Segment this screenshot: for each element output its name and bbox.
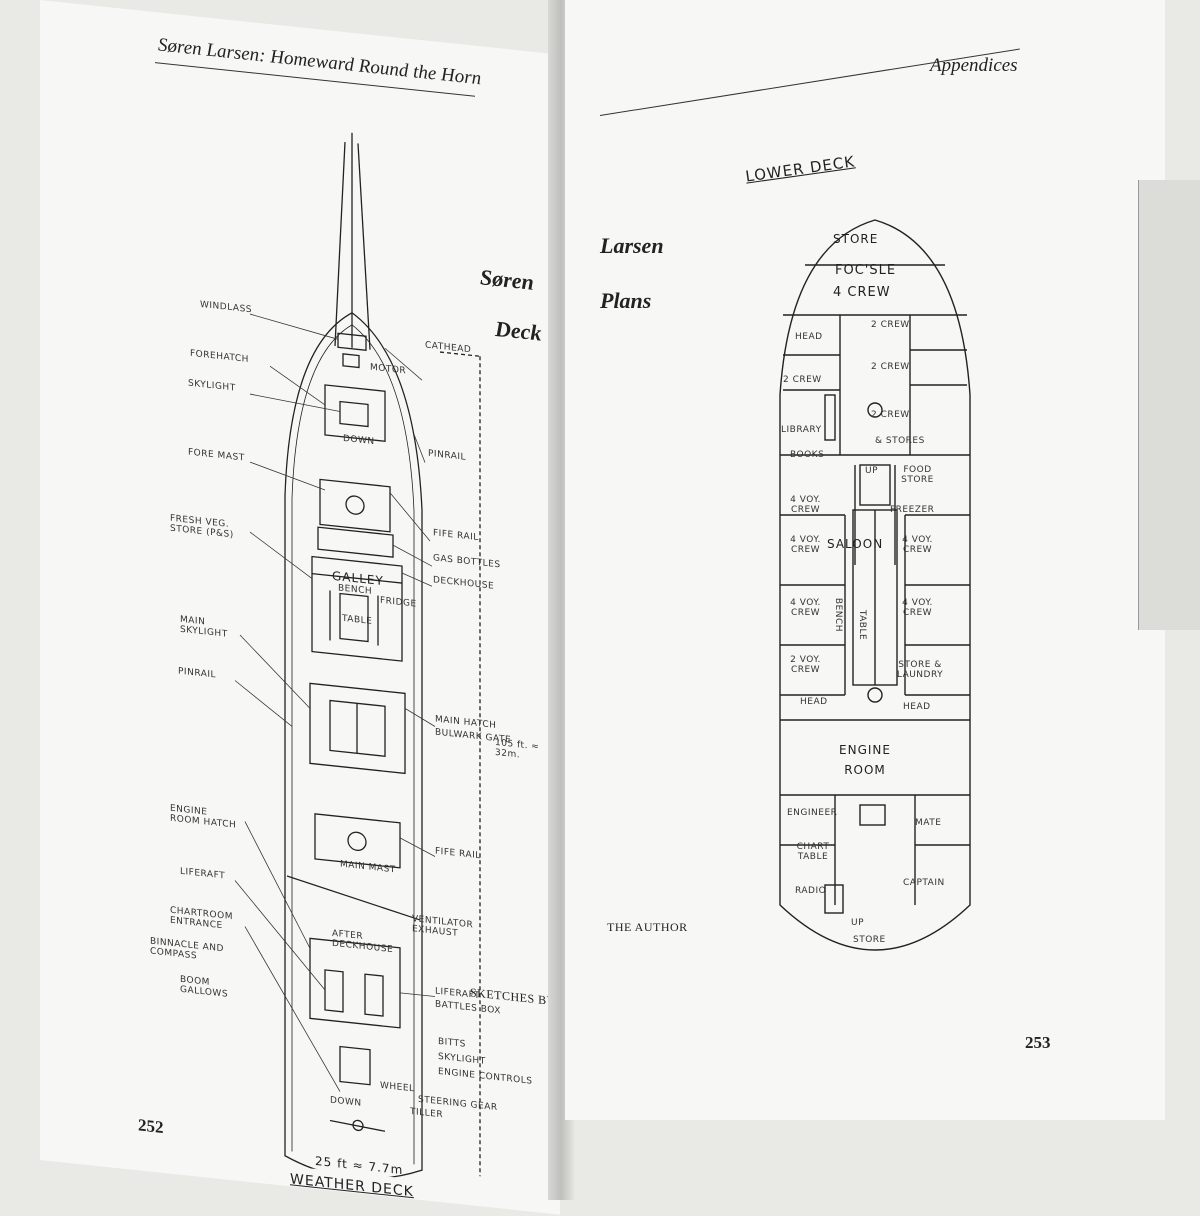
room-head-1: HEAD — [795, 332, 823, 342]
room-food-store: FOOD STORE — [901, 465, 934, 485]
weather-deck-drawing — [234, 132, 481, 1195]
room-library: LIBRARY — [781, 425, 822, 435]
room-store-fwd: STORE — [833, 232, 879, 246]
room-2-crew-c: 2 CREW — [783, 375, 822, 385]
room-focsle-crew: 4 CREW — [833, 285, 891, 300]
room-2-crew-b: 2 CREW — [871, 362, 910, 372]
label-table-saloon: TABLE — [857, 609, 868, 641]
right-page: Appendices Larsen Plans LOWER DECK — [565, 0, 1165, 1120]
room-head-3: HEAD — [903, 702, 931, 712]
lower-deck-drawing — [779, 219, 971, 951]
room-2-crew-d: 2 CREW — [871, 410, 910, 420]
label-up-fwd: UP — [865, 466, 879, 476]
room-voy-crew-2: 4 VOY. CREW — [790, 535, 821, 555]
left-page-number: 252 — [138, 1115, 164, 1137]
room-voy-crew-6: 2 VOY. CREW — [790, 655, 821, 675]
background-map-book — [1138, 180, 1200, 630]
room-2-crew-a: 2 CREW — [871, 320, 910, 330]
room-store-laundry: STORE & LAUNDRY — [896, 660, 944, 680]
credit-the-author: THE AUTHOR — [607, 920, 688, 934]
label-bench-saloon: BENCH — [833, 597, 844, 633]
room-engine-room: ENGINE ROOM — [839, 743, 891, 777]
room-2-crew-d-stores: & STORES — [875, 436, 925, 446]
right-head-rule — [599, 48, 1020, 116]
lower-deck-title: LOWER DECK — [744, 152, 857, 186]
label-up-aft: UP — [851, 918, 865, 928]
room-engineer: ENGINEER — [787, 808, 838, 818]
room-voy-crew-3: 4 VOY. CREW — [902, 535, 933, 555]
room-saloon: SALOON — [827, 537, 884, 551]
room-chart-table: CHART TABLE — [796, 842, 830, 862]
room-head-2: HEAD — [800, 697, 828, 707]
title-word-larsen: Larsen — [600, 233, 664, 258]
room-radio: RADIO — [795, 886, 827, 896]
room-voy-crew-5: 4 VOY. CREW — [902, 598, 933, 618]
room-voy-crew-4: 4 VOY. CREW — [790, 598, 821, 618]
room-books: BOOKS — [790, 450, 825, 460]
title-word-deck: Deck — [495, 315, 542, 346]
right-running-head: Appendices — [930, 55, 1018, 76]
title-word-plans: Plans — [600, 288, 652, 313]
room-freezer: FREEZER — [890, 505, 935, 515]
left-page: Søren Larsen: Homeward Round the Horn — [40, 0, 560, 1215]
room-focsle: FOC'SLE — [835, 263, 897, 278]
room-voy-crew-1: 4 VOY. CREW — [790, 495, 821, 515]
right-page-number: 253 — [1025, 1033, 1051, 1052]
title-word-soren: Søren — [480, 264, 534, 295]
room-mate: MATE — [915, 818, 942, 828]
room-captain: CAPTAIN — [903, 878, 945, 888]
room-store-aft: STORE — [853, 935, 886, 945]
